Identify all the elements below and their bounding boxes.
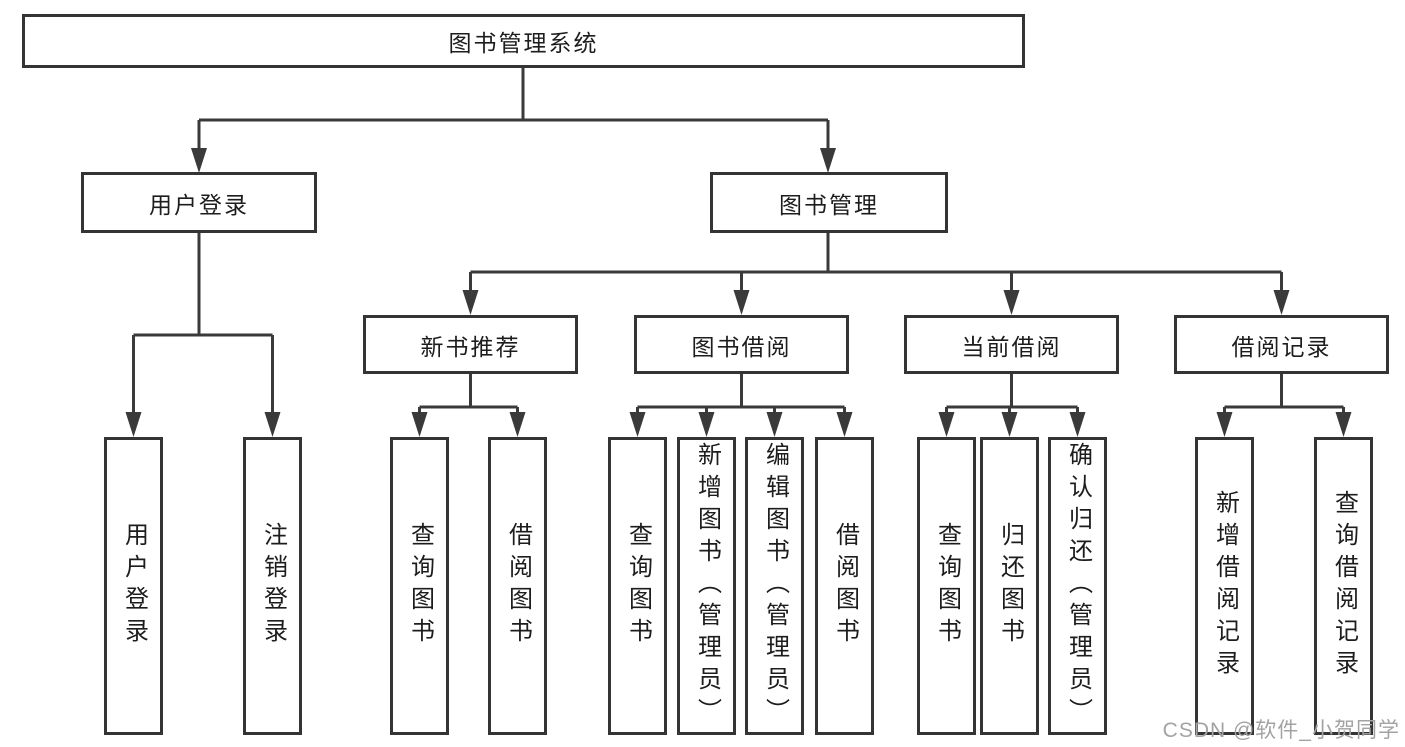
node-user-login-group: 用户登录 xyxy=(81,172,317,233)
node-user-login-leaf: 用户登录 xyxy=(104,437,163,735)
node-add-books-admin: 新增图书（管理员） xyxy=(677,437,736,735)
node-logout: 注销登录 xyxy=(243,437,302,735)
node-current-borrowing: 当前借阅 xyxy=(904,315,1119,374)
csdn-watermark: CSDN @软件_小贺同学 xyxy=(1162,719,1400,742)
node-edit-books-admin: 编辑图书（管理员） xyxy=(745,437,804,735)
node-add-borrow-record: 新增借阅记录 xyxy=(1195,437,1254,735)
node-query-books-current: 查询图书 xyxy=(917,437,976,735)
node-query-books-recommend: 查询图书 xyxy=(390,437,449,735)
node-borrowing-records: 借阅记录 xyxy=(1174,315,1389,374)
node-new-book-recommendation: 新书推荐 xyxy=(363,315,578,374)
node-borrow-books-recommend: 借阅图书 xyxy=(488,437,547,735)
node-query-borrow-record: 查询借阅记录 xyxy=(1314,437,1373,735)
node-book-management: 图书管理 xyxy=(710,172,948,233)
node-book-borrowing: 图书借阅 xyxy=(634,315,849,374)
node-library-management-system: 图书管理系统 xyxy=(22,14,1025,68)
node-query-books-borrowing: 查询图书 xyxy=(608,437,667,735)
node-borrow-books-borrowing: 借阅图书 xyxy=(815,437,874,735)
node-return-books: 归还图书 xyxy=(980,437,1039,735)
node-confirm-return-admin: 确认归还（管理员） xyxy=(1048,437,1107,735)
